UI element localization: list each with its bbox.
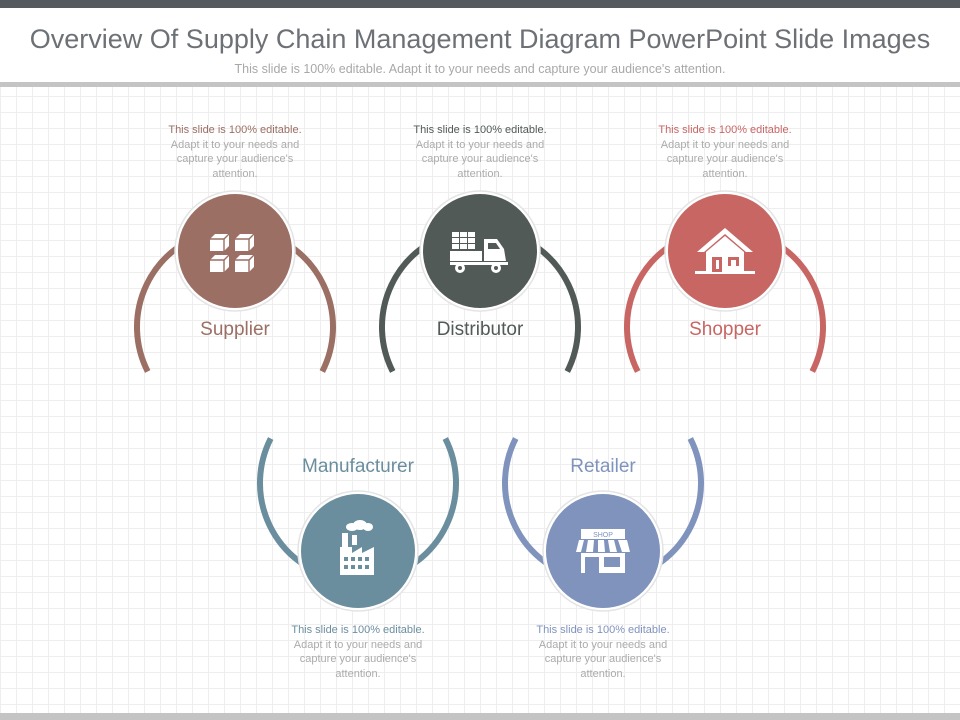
description-body: Adapt it to your needs and capture your … (415, 138, 545, 180)
stage-description-supplier: This slide is 100% editable. Adapt it to… (160, 123, 310, 181)
description-body: Adapt it to your needs and capture your … (170, 138, 300, 180)
stage-label-distributor: Distributor (436, 319, 524, 340)
stage-description-retailer: This slide is 100% editable. Adapt it to… (528, 623, 678, 681)
stage-description-manufacturer: This slide is 100% editable. Adapt it to… (283, 623, 433, 681)
factory-icon (322, 515, 394, 587)
description-body: Adapt it to your needs and capture your … (293, 638, 423, 680)
description-body: Adapt it to your needs and capture your … (538, 638, 668, 680)
stage-label-shopper: Shopper (689, 319, 761, 340)
stage-description-shopper: This slide is 100% editable. Adapt it to… (650, 123, 800, 181)
description-lead: This slide is 100% editable. (168, 124, 302, 136)
stage-label-retailer: Retailer (570, 456, 636, 477)
header-divider (0, 82, 960, 87)
stage-description-distributor: This slide is 100% editable. Adapt it to… (405, 123, 555, 181)
slide-title: Overview Of Supply Chain Management Diag… (29, 24, 931, 54)
house-icon (689, 215, 761, 287)
description-lead: This slide is 100% editable. (536, 624, 670, 636)
top-bar (0, 0, 960, 8)
stage-label-supplier: Supplier (200, 319, 270, 340)
description-body: Adapt it to your needs and capture your … (660, 138, 790, 180)
description-lead: This slide is 100% editable. (413, 124, 547, 136)
bottom-bar (0, 713, 960, 720)
boxes-icon (199, 215, 271, 287)
slide-subtitle: This slide is 100% editable. Adapt it to… (234, 62, 726, 76)
shop-icon: SHOP (567, 515, 639, 587)
shop-sign-text: SHOP (593, 532, 613, 539)
slide-header: Overview Of Supply Chain Management Diag… (0, 8, 960, 82)
stage-label-manufacturer: Manufacturer (302, 456, 414, 477)
description-lead: This slide is 100% editable. (658, 124, 792, 136)
description-lead: This slide is 100% editable. (291, 624, 425, 636)
delivery-truck-icon (444, 215, 516, 287)
